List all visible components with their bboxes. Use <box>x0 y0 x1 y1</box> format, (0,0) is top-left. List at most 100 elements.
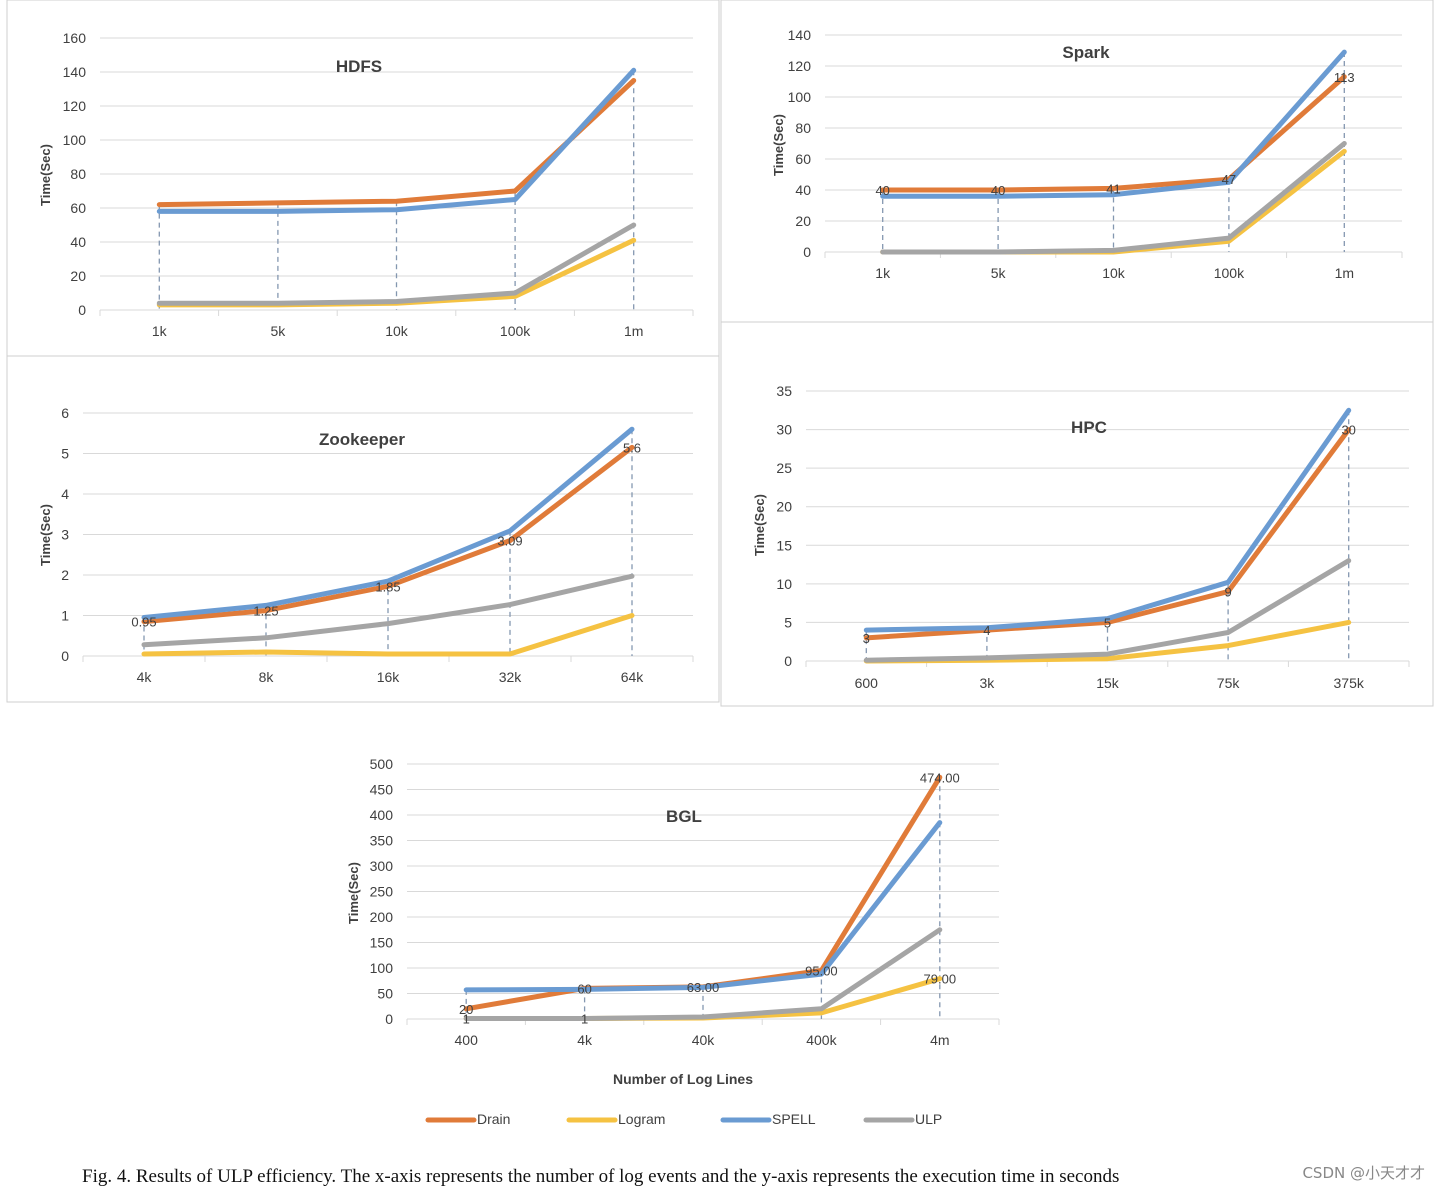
panel-frame <box>6 355 720 703</box>
y-axis-label: Time(Sec) <box>771 114 786 176</box>
data-label: 1 <box>581 1011 588 1026</box>
y-tick-label: 20 <box>776 499 792 515</box>
data-label: 47 <box>1222 172 1236 187</box>
data-label: 60 <box>577 981 591 996</box>
series-line-drain <box>880 74 1347 193</box>
y-tick-label: 120 <box>63 98 87 114</box>
y-tick-label: 80 <box>70 166 86 182</box>
y-tick-label: 100 <box>788 89 812 105</box>
x-tick-label: 1m <box>1335 265 1354 281</box>
y-tick-label: 200 <box>370 909 394 925</box>
data-label: 41 <box>1106 181 1120 196</box>
y-tick-label: 20 <box>795 213 811 229</box>
data-label: 63.00 <box>687 980 720 995</box>
series-line-drain <box>863 427 1352 641</box>
y-tick-label: 35 <box>776 383 792 399</box>
chart-title: HDFS <box>336 57 382 76</box>
y-tick-label: 500 <box>370 756 394 772</box>
y-tick-label: 5 <box>61 446 69 462</box>
y-tick-label: 10 <box>776 576 792 592</box>
data-label: 5.6 <box>623 440 641 455</box>
y-tick-label: 0 <box>78 302 86 318</box>
x-axis-label: Number of Log Lines <box>613 1071 753 1087</box>
y-axis-label: Time(Sec) <box>346 862 361 924</box>
data-label: 79.00 <box>924 972 957 987</box>
y-tick-label: 0 <box>803 244 811 260</box>
x-tick-label: 16k <box>377 669 401 685</box>
y-tick-label: 3 <box>61 527 69 543</box>
data-label: 95.00 <box>805 964 838 979</box>
x-tick-label: 3k <box>980 675 996 691</box>
y-tick-label: 5 <box>784 614 792 630</box>
series-line-ulp <box>880 141 1347 255</box>
x-tick-label: 4k <box>137 669 153 685</box>
y-tick-label: 300 <box>370 858 394 874</box>
legend-label-spell: SPELL <box>772 1111 816 1127</box>
y-tick-label: 80 <box>795 120 811 136</box>
x-tick-label: 1k <box>875 265 891 281</box>
legend-label-ulp: ULP <box>915 1111 942 1127</box>
data-label: 30 <box>1341 423 1355 438</box>
data-label: 1.25 <box>253 604 278 619</box>
x-tick-label: 64k <box>621 669 645 685</box>
y-tick-label: 40 <box>70 234 86 250</box>
y-axis-label: Time(Sec) <box>38 504 53 566</box>
data-label: 0.95 <box>131 615 156 630</box>
x-tick-label: 32k <box>499 669 523 685</box>
series-line-drain <box>141 444 635 625</box>
y-tick-label: 100 <box>63 132 87 148</box>
legend: Drain Logram SPELL ULP <box>425 1111 942 1127</box>
legend-label-logram: Logram <box>618 1111 665 1127</box>
data-label: 40 <box>875 183 889 198</box>
y-tick-label: 0 <box>385 1011 393 1027</box>
x-tick-label: 15k <box>1096 675 1120 691</box>
y-tick-label: 150 <box>370 935 394 951</box>
series-line-spell <box>463 820 943 993</box>
series-line-spell <box>880 49 1347 199</box>
data-label: 113 <box>1334 70 1355 85</box>
x-tick-label: 400 <box>455 1032 479 1048</box>
data-label: 20 <box>459 1002 473 1017</box>
y-tick-label: 120 <box>788 58 812 74</box>
y-tick-label: 30 <box>776 422 792 438</box>
series-line-ulp <box>463 927 943 1021</box>
y-tick-label: 60 <box>795 151 811 167</box>
series-line-drain <box>156 78 637 208</box>
x-tick-label: 4m <box>930 1032 949 1048</box>
series-line-spell <box>156 67 637 214</box>
panel-frame <box>720 321 1434 707</box>
y-tick-label: 160 <box>63 30 87 46</box>
data-label: 3.09 <box>497 534 522 549</box>
y-tick-label: 0 <box>61 648 69 664</box>
chart-title: BGL <box>666 807 702 826</box>
x-tick-label: 600 <box>855 675 879 691</box>
y-tick-label: 6 <box>61 405 69 421</box>
y-tick-label: 2 <box>61 567 69 583</box>
x-tick-label: 400k <box>806 1032 837 1048</box>
data-label: 1 <box>463 1011 470 1026</box>
y-tick-label: 15 <box>776 537 792 553</box>
y-tick-label: 100 <box>370 960 394 976</box>
x-tick-label: 40k <box>692 1032 716 1048</box>
x-tick-label: 4k <box>577 1032 593 1048</box>
chart-title: Zookeeper <box>319 430 405 449</box>
x-tick-label: 100k <box>500 323 531 339</box>
x-tick-label: 8k <box>259 669 275 685</box>
y-tick-label: 25 <box>776 460 792 476</box>
x-tick-label: 100k <box>1214 265 1245 281</box>
y-tick-label: 50 <box>377 986 393 1002</box>
y-tick-label: 350 <box>370 833 394 849</box>
y-tick-label: 4 <box>61 486 69 502</box>
y-tick-label: 400 <box>370 807 394 823</box>
series-line-ulp <box>141 573 635 648</box>
x-tick-label: 10k <box>1102 265 1126 281</box>
data-label: 4 <box>983 623 990 638</box>
legend-label-drain: Drain <box>477 1111 510 1127</box>
y-axis-label: Time(Sec) <box>38 144 53 206</box>
y-tick-label: 140 <box>788 27 812 43</box>
